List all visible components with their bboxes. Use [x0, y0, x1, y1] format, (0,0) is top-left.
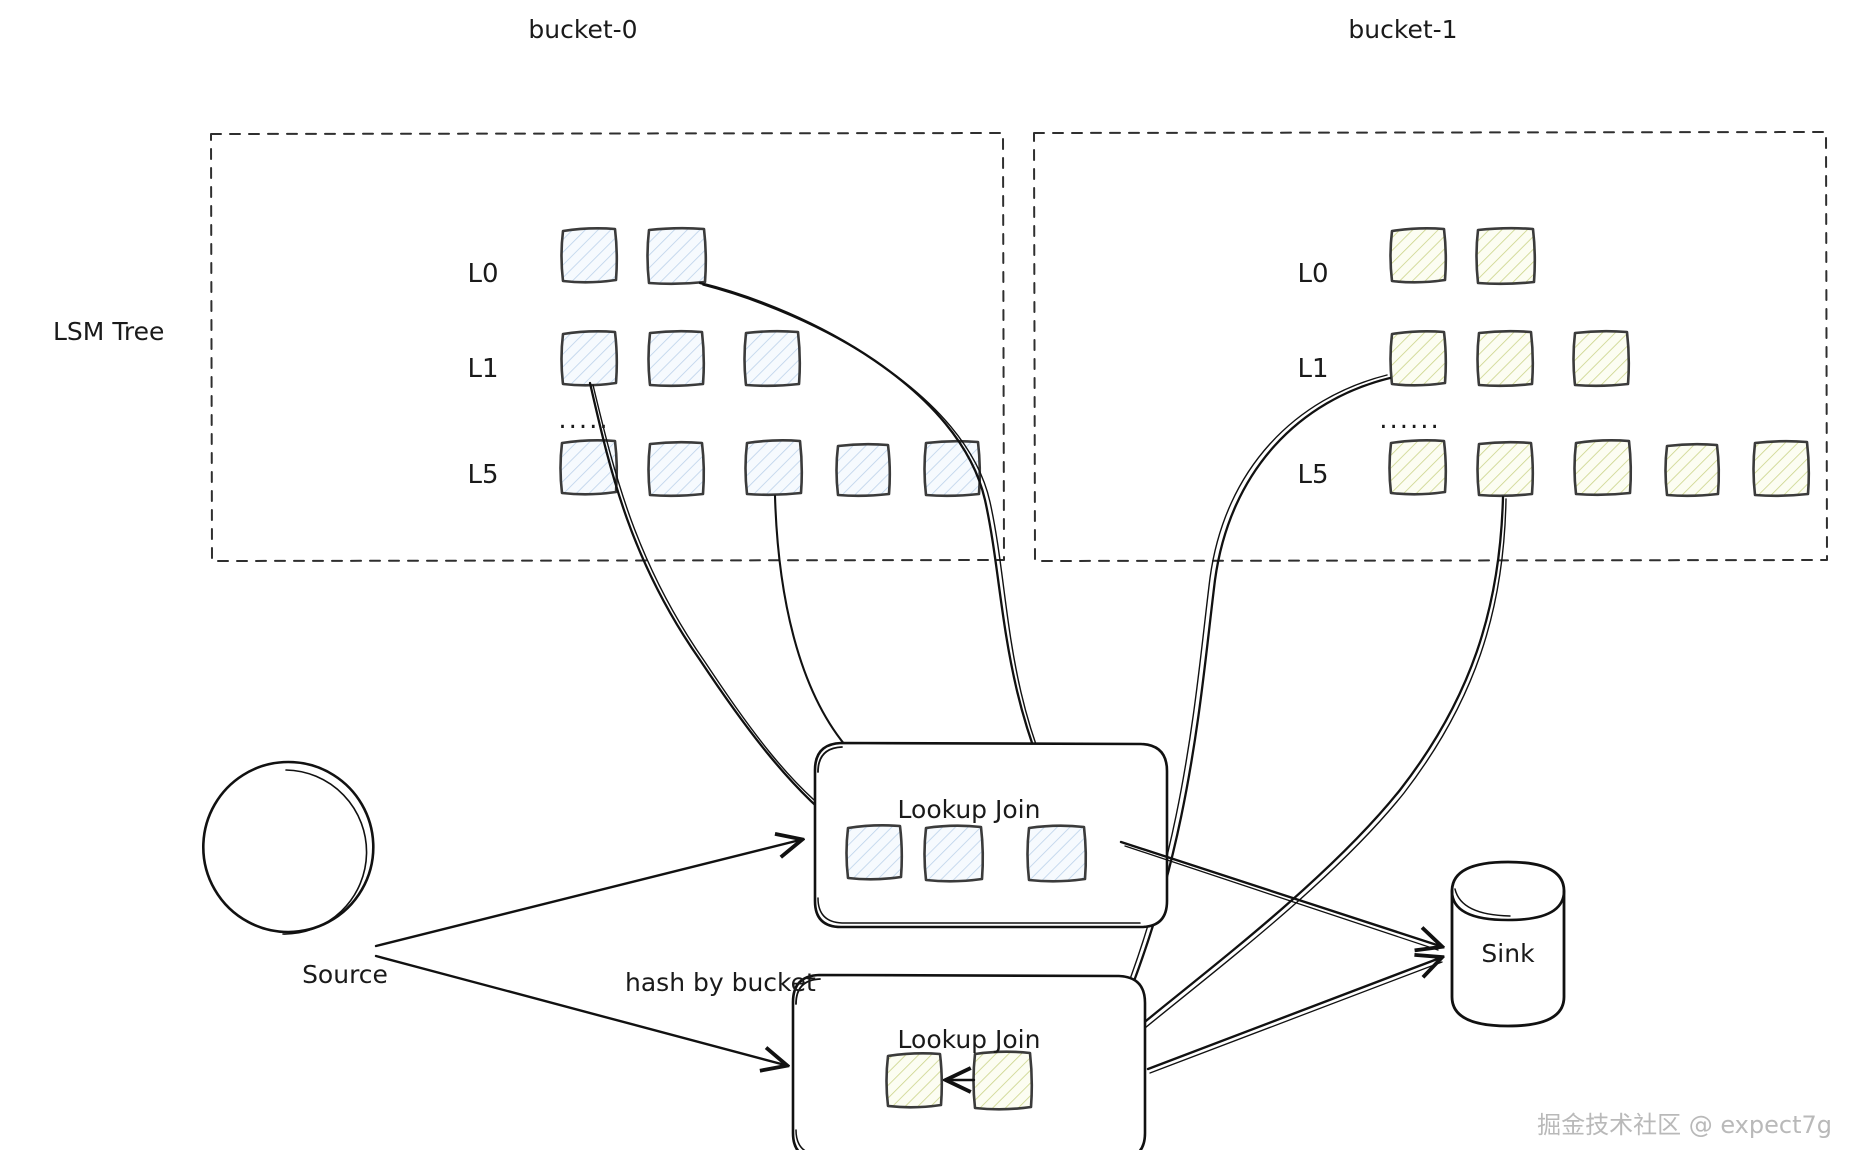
sink-node[interactable] — [1450, 860, 1566, 1028]
lsm-to-join-edges — [588, 281, 1507, 1058]
bucket-1-level-label-l1: L1 — [1297, 354, 1328, 384]
bucket-0-level-label-l1: L1 — [467, 354, 498, 384]
bucket-0-container — [210, 132, 1005, 562]
bucket-1-l5-tiles — [1388, 439, 1811, 498]
bucket-0-title: bucket-0 — [528, 15, 637, 44]
source-edges — [374, 840, 800, 1065]
lookup-join-2-box[interactable] — [791, 973, 1147, 1150]
bucket-1-title: bucket-1 — [1348, 15, 1457, 44]
bucket-0-l1-tiles — [560, 329, 802, 388]
source-node[interactable] — [202, 760, 375, 935]
hash-by-bucket-label: hash by bucket — [625, 968, 816, 997]
watermark: 掘金技术社区 @ expect7g — [1537, 1111, 1832, 1139]
bucket-1-level-label-l5: L5 — [1297, 460, 1328, 490]
bucket-1-level-label-l0: L0 — [1297, 259, 1328, 289]
bucket-0-l0-tiles — [560, 226, 708, 286]
lsm-tree-label: LSM Tree — [53, 317, 164, 346]
bucket-1-l1-tiles — [1389, 329, 1631, 388]
source-label: Source — [302, 960, 388, 989]
join-to-sink-edges — [1119, 840, 1442, 1074]
bucket-0-level-label-l5: L5 — [467, 460, 498, 490]
bucket-1-container — [1033, 131, 1828, 562]
lookup-join-1-label: Lookup Join — [898, 795, 1041, 824]
lookup-join-1-tiles — [845, 824, 1088, 883]
bucket-0-level-label-l0: L0 — [467, 259, 498, 289]
bucket-0-l5-tiles — [559, 439, 982, 498]
sink-label: Sink — [1481, 939, 1535, 968]
bucket-1-l0-tiles — [1389, 226, 1537, 286]
lookup-join-2-label: Lookup Join — [898, 1025, 1041, 1054]
lookup-join-2-tiles — [885, 1050, 1034, 1111]
bucket-1-ellipsis: ...... — [1379, 405, 1441, 435]
bucket-0-ellipsis: ..... — [558, 405, 609, 435]
